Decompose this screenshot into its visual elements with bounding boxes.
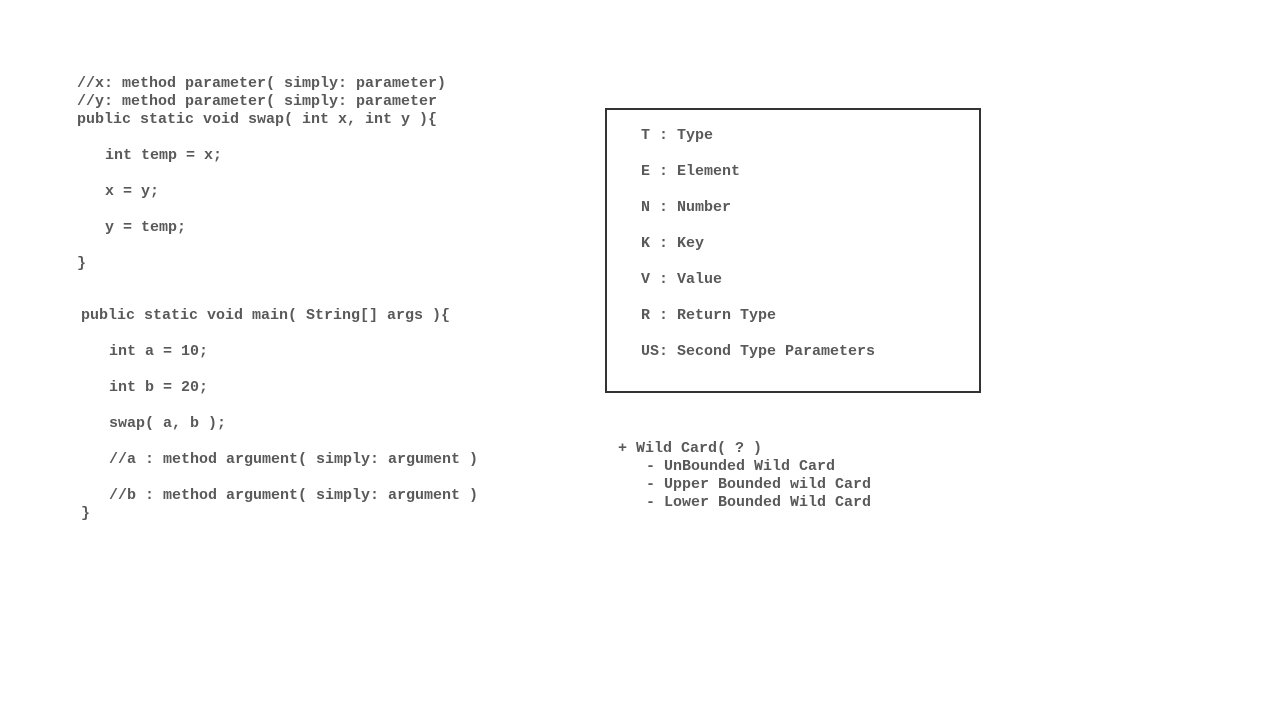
- code-comment: //y: method parameter( simply: parameter: [77, 93, 438, 110]
- code-line: public static void swap( int x, int y ){: [77, 111, 438, 128]
- code-line: y = temp;: [105, 219, 187, 236]
- wildcard-heading: + Wild Card( ? ): [618, 440, 763, 457]
- list-item: - Upper Bounded wild Card: [646, 476, 872, 493]
- code-line: int b = 20;: [109, 379, 209, 396]
- code-line: int a = 10;: [109, 343, 209, 360]
- list-item: N : Number: [641, 199, 732, 216]
- code-comment: //b : method argument( simply: argument …: [109, 487, 479, 504]
- code-line: swap( a, b );: [109, 415, 227, 432]
- list-item: E : Element: [641, 163, 741, 180]
- type-parameters-box: [605, 108, 981, 393]
- code-line: }: [81, 505, 91, 522]
- code-line: x = y;: [105, 183, 160, 200]
- code-comment: //x: method parameter( simply: parameter…: [77, 75, 447, 92]
- code-comment: //a : method argument( simply: argument …: [109, 451, 479, 468]
- list-item: V : Value: [641, 271, 723, 288]
- list-item: US: Second Type Parameters: [641, 343, 876, 360]
- list-item: - UnBounded Wild Card: [646, 458, 836, 475]
- code-line: }: [77, 255, 87, 272]
- list-item: - Lower Bounded Wild Card: [646, 494, 872, 511]
- list-item: K : Key: [641, 235, 705, 252]
- list-item: R : Return Type: [641, 307, 777, 324]
- list-item: T : Type: [641, 127, 714, 144]
- code-line: int temp = x;: [105, 147, 223, 164]
- code-line: public static void main( String[] args )…: [81, 307, 451, 324]
